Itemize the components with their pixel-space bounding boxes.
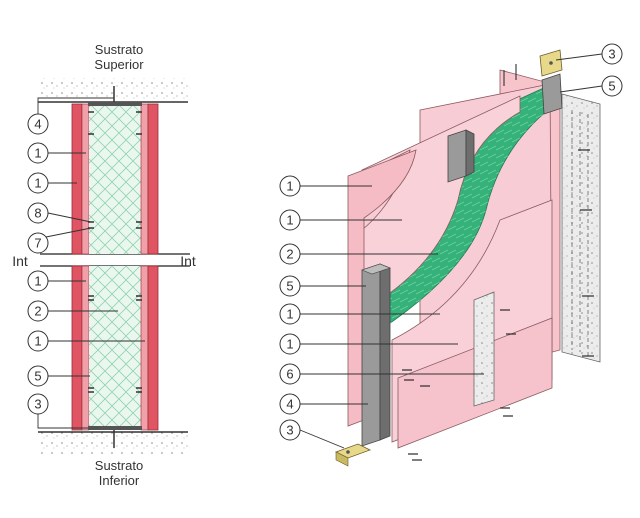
bottom-substrate-label-line2: Inferior: [99, 473, 140, 488]
board-mid: [361, 95, 521, 311]
top-stud: [447, 129, 475, 183]
section-callout: 1: [27, 330, 145, 352]
section-callout: 8: [27, 202, 92, 224]
iso-callouts: 1 1 2 5 1: [279, 43, 623, 449]
int-label-left: Int: [12, 253, 28, 269]
screws: [402, 149, 594, 461]
svg-text:5: 5: [286, 279, 293, 294]
int-label-right: Int: [180, 253, 196, 269]
section-callouts: 4 1 1 8 7: [27, 97, 145, 429]
break-band: [40, 253, 190, 267]
iso-callout: 1: [279, 209, 402, 231]
iso-callout: 3: [279, 419, 345, 449]
svg-text:1: 1: [286, 179, 293, 194]
svg-text:1: 1: [286, 307, 293, 322]
section-callout: 4: [27, 97, 114, 135]
svg-text:1: 1: [34, 176, 41, 191]
section-callout: 3: [27, 393, 88, 429]
iso-callout: 6: [279, 363, 484, 385]
svg-text:5: 5: [608, 79, 615, 94]
bottom-substrate: [38, 432, 188, 454]
svg-text:5: 5: [34, 369, 41, 384]
svg-text:2: 2: [34, 304, 41, 319]
iso-callout: 5: [279, 275, 366, 297]
section-callout: 1: [27, 172, 77, 194]
steel-stud: [361, 263, 391, 447]
iso-callout: 2: [279, 243, 438, 265]
top-substrate-label-line2: Superior: [94, 57, 144, 72]
section-callout: 5: [27, 365, 90, 387]
svg-text:1: 1: [34, 146, 41, 161]
iso-callout: 3: [555, 43, 623, 65]
iso-callout: 4: [279, 393, 368, 415]
iso-callout: 1: [279, 175, 372, 197]
isometric-view: 1 1 2 5 1: [279, 43, 623, 467]
section-view: Sustrato Superior Sustrato Inferior Int …: [12, 42, 196, 488]
section-callout: 1: [27, 270, 86, 292]
svg-text:8: 8: [34, 206, 41, 221]
svg-text:3: 3: [286, 423, 293, 438]
svg-text:4: 4: [34, 117, 41, 132]
iso-callout: 1: [279, 303, 440, 325]
iso-callout: 5: [559, 75, 623, 97]
svg-text:1: 1: [286, 213, 293, 228]
top-track: [541, 73, 563, 115]
top-substrate-label-line1: Sustrato: [95, 42, 143, 57]
iso-callout: 1: [279, 333, 458, 355]
wall-lower: [71, 265, 159, 448]
svg-text:6: 6: [286, 367, 293, 382]
section-callout: 2: [27, 300, 118, 322]
svg-text:2: 2: [286, 247, 293, 262]
svg-text:7: 7: [34, 236, 41, 251]
svg-text:3: 3: [608, 47, 615, 62]
svg-text:1: 1: [34, 274, 41, 289]
svg-text:4: 4: [286, 397, 293, 412]
wall-upper: [71, 86, 159, 255]
svg-text:1: 1: [34, 334, 41, 349]
svg-text:1: 1: [286, 337, 293, 352]
bottom-substrate-label-line1: Sustrato: [95, 458, 143, 473]
svg-text:3: 3: [34, 397, 41, 412]
section-callout: 1: [27, 142, 86, 164]
section-callout: 7: [27, 227, 92, 254]
